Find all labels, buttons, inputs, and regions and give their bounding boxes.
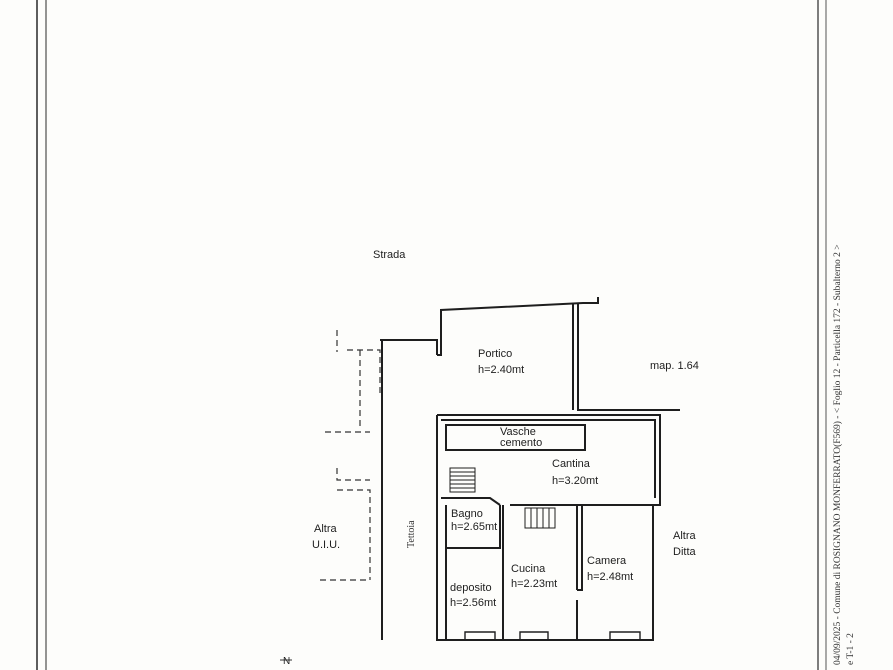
- label-deposito-height: h=2.56mt: [450, 597, 497, 609]
- label-portico: Portico: [478, 348, 513, 360]
- tettoia-dashed-boundary: [320, 330, 381, 581]
- stairs-bagno: [524, 507, 556, 529]
- label-uiu: U.I.U.: [312, 539, 341, 551]
- label-altra-uiu: Altra: [314, 523, 337, 535]
- margin-cadastral-sheet: e T-1 - 2: [846, 633, 856, 665]
- label-bagno: Bagno: [451, 508, 483, 520]
- label-bagno-height: h=2.65mt: [451, 521, 498, 533]
- margin-cadastral-reference: 04/09/2025 - Comune di ROSIGNANO MONFERR…: [833, 244, 843, 665]
- label-deposito: deposito: [450, 582, 492, 594]
- label-vasche: Vasche: [500, 426, 536, 438]
- label-camera: Camera: [587, 555, 627, 567]
- label-cucina-height: h=2.23mt: [511, 578, 558, 590]
- label-cucina: Cucina: [511, 563, 546, 575]
- stairs-cantina: [449, 467, 476, 493]
- label-camera-height: h=2.48mt: [587, 571, 634, 583]
- label-tettoia: Tettoia: [406, 520, 417, 548]
- label-strada: Strada: [373, 249, 406, 261]
- label-altra-ditta: Altra: [673, 530, 696, 542]
- label-north: N: [283, 656, 291, 667]
- label-cemento: cemento: [500, 437, 543, 449]
- label-ditta: Ditta: [673, 546, 696, 558]
- label-cantina-height: h=3.20mt: [552, 475, 599, 487]
- windows-bottom: [464, 631, 641, 640]
- label-map: map. 1.64: [650, 360, 699, 372]
- label-portico-height: h=2.40mt: [478, 364, 525, 376]
- walls: [380, 297, 680, 641]
- label-cantina: Cantina: [552, 458, 590, 470]
